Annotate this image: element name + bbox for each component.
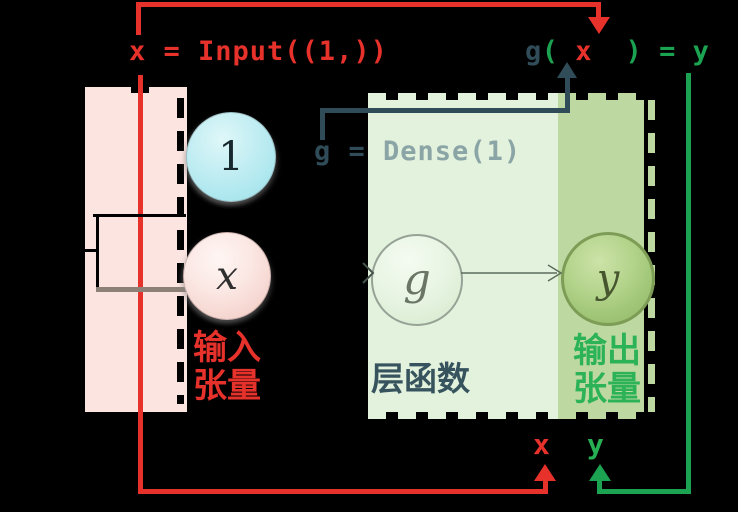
- element-bracket-left: [96, 214, 99, 291]
- layer-box-top-dashes: [368, 93, 558, 100]
- node-x-label: x: [216, 253, 238, 299]
- input-equation-text: x = Input((1,)): [129, 36, 388, 67]
- node-y: y: [561, 232, 655, 326]
- red-connector-left: [138, 75, 143, 494]
- x-to-g-arrowhead-icon: [362, 262, 375, 284]
- output-box-right-dashes: [648, 100, 655, 412]
- input-tensor-box-dashes: [85, 87, 187, 94]
- bottom-y-label: y: [587, 428, 604, 461]
- output-tensor-label-line2: 张量: [573, 369, 641, 409]
- node-y-label: y: [596, 256, 620, 302]
- input-tensor-box: [85, 93, 187, 412]
- layer-function-label: 层函数: [371, 352, 470, 400]
- input-tensor-label-line1: 输入: [193, 328, 261, 368]
- green-connector-right: [686, 73, 691, 494]
- red-connector-top-left: [136, 2, 141, 35]
- red-connector-top: [136, 2, 601, 7]
- dense-equation: g = Dense(1): [314, 136, 521, 167]
- dense-rhs: Dense(1): [365, 136, 522, 167]
- node-one: 1: [186, 112, 276, 202]
- node-one-label: 1: [218, 134, 244, 180]
- green-connector-bottom: [597, 489, 691, 494]
- red-bottom-arrow-shaft: [543, 478, 548, 491]
- green-bottom-arrow-shaft: [597, 478, 602, 491]
- red-arrow-up-icon: [534, 464, 556, 481]
- bottom-x-label: x: [533, 428, 550, 461]
- layer-function-label-text: 层函数: [371, 359, 470, 398]
- call-fn: g: [525, 36, 542, 67]
- layer-box-bottom-dashes: [368, 412, 558, 419]
- red-arrow-shaft: [596, 2, 601, 19]
- dense-arrow-up-icon: [557, 62, 577, 78]
- output-tensor-label-line1: 输出: [573, 331, 641, 371]
- tensor-dashed-divider: [177, 98, 184, 404]
- call-close: ) = y: [592, 36, 710, 67]
- dense-connector-vertical: [320, 110, 325, 140]
- dense-connector-horizontal: [320, 108, 570, 113]
- node-g-label: g: [403, 255, 431, 305]
- input-equation: x = Input((1,)): [129, 36, 388, 67]
- bottom-y-text: y: [587, 428, 604, 461]
- element-bracket-tick: [83, 249, 96, 252]
- red-connector-bottom: [138, 489, 548, 494]
- g-to-y-arrow-icon: [461, 264, 563, 282]
- dense-lhs: g =: [314, 136, 366, 167]
- element-bracket-top: [93, 214, 186, 217]
- input-tensor-label-line2: 张量: [193, 366, 261, 406]
- call-arg: x: [575, 36, 593, 67]
- output-box-top-dashes: [558, 93, 644, 100]
- node-x: x: [183, 232, 271, 320]
- call-equation: g( x ) = y: [525, 36, 709, 67]
- bottom-x-text: x: [533, 428, 550, 461]
- element-bracket-bottom: [96, 287, 186, 292]
- output-box-bottom-dashes: [558, 412, 644, 419]
- node-g: g: [371, 234, 463, 326]
- input-tensor-label: 输入张量: [186, 329, 268, 405]
- dense-arrow-shaft: [565, 78, 570, 110]
- green-arrow-up-icon: [589, 464, 611, 481]
- red-arrow-down-icon: [588, 17, 610, 34]
- output-tensor-label: 输出张量: [566, 332, 648, 408]
- call-open-paren: (: [541, 36, 576, 67]
